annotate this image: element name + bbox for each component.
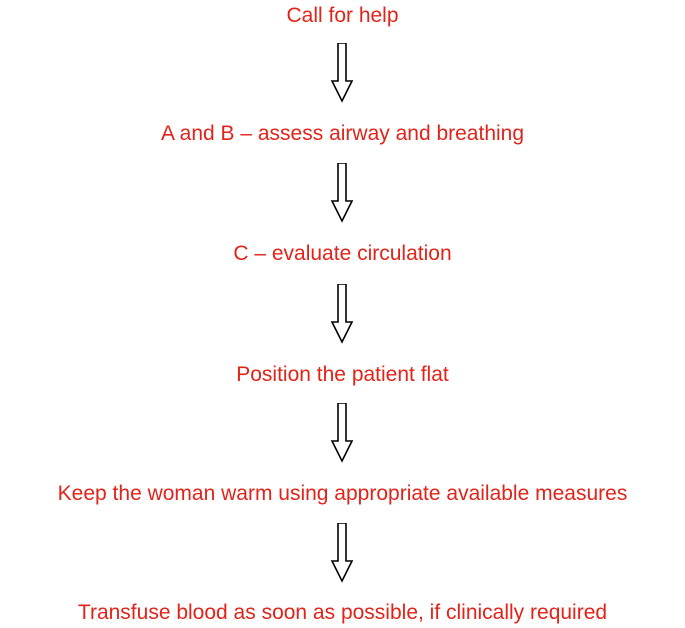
down-arrow-icon <box>330 163 354 223</box>
step-transfuse-blood: Transfuse blood as soon as possible, if … <box>77 601 608 624</box>
step-assess-airway-breathing: A and B – assess airway and breathing <box>160 122 525 145</box>
step-position-patient-flat: Position the patient flat <box>236 363 449 386</box>
down-arrow-icon <box>330 43 354 103</box>
down-arrow-icon <box>330 403 354 463</box>
down-arrow-icon <box>330 523 354 583</box>
down-arrow-icon <box>330 284 354 344</box>
step-call-for-help: Call for help <box>286 4 399 27</box>
step-keep-woman-warm: Keep the woman warm using appropriate av… <box>57 482 628 505</box>
step-evaluate-circulation: C – evaluate circulation <box>233 242 452 265</box>
